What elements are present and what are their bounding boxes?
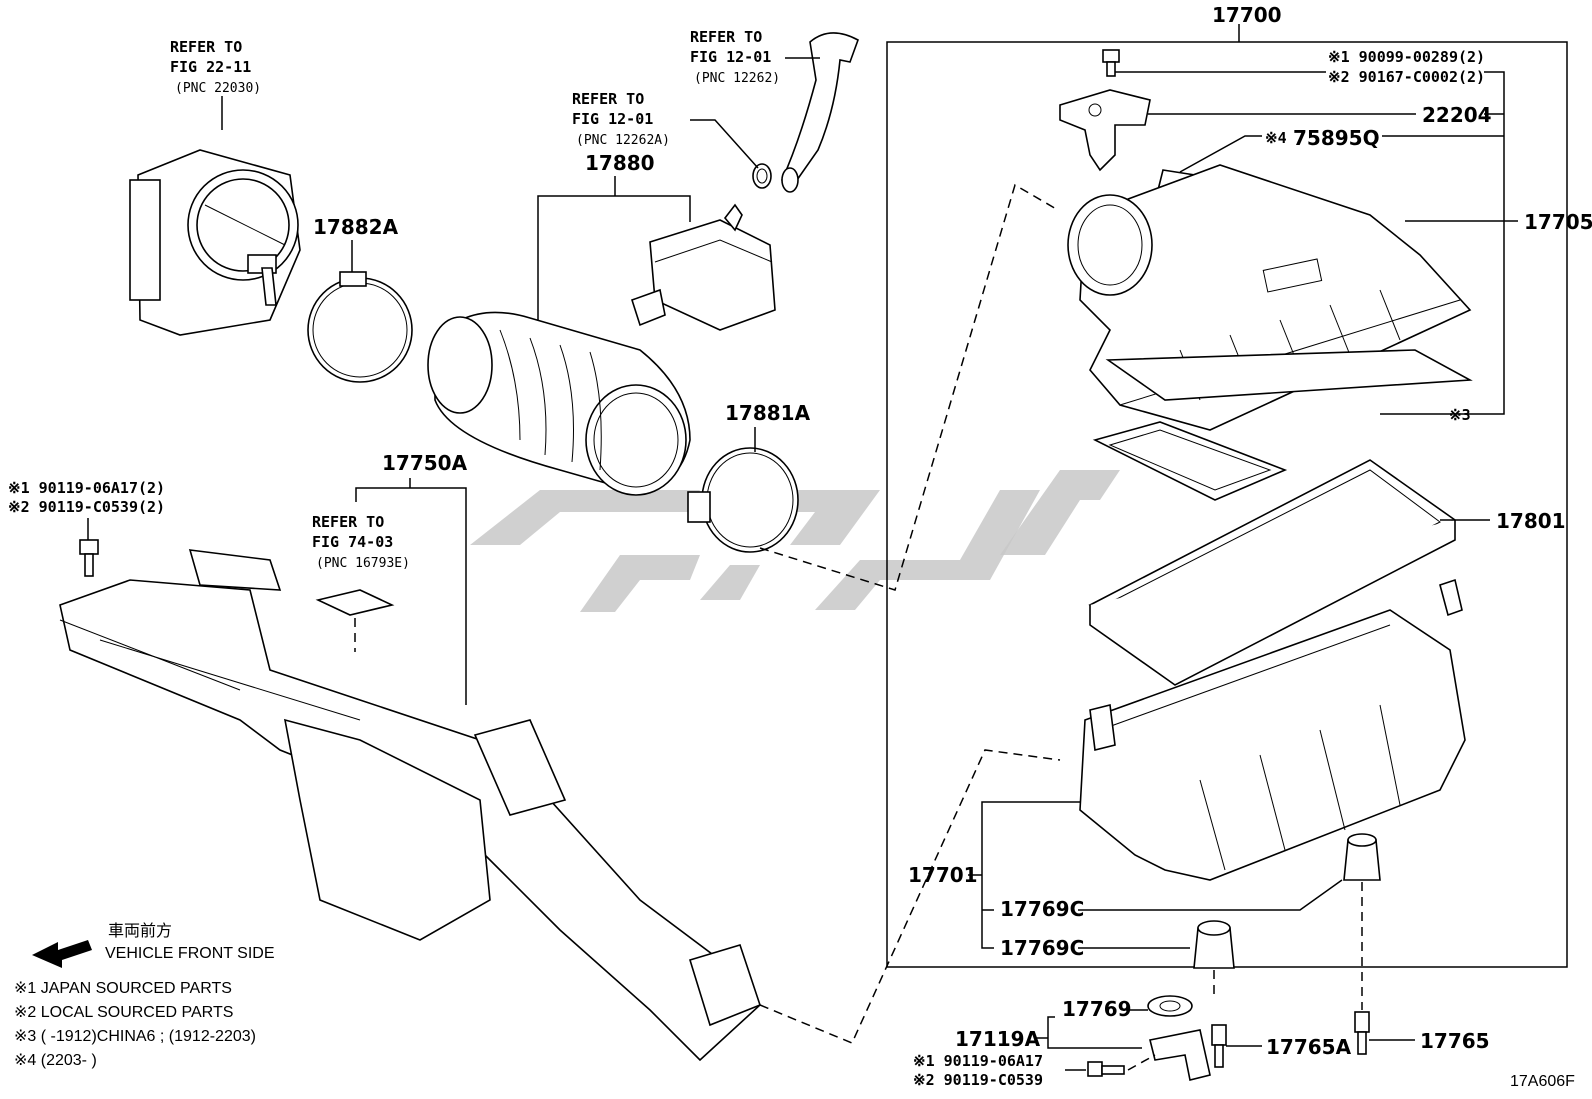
part-17119A-label: 17119A [955, 1027, 1041, 1051]
part-22204-label: 22204 [1422, 103, 1492, 127]
air-cleaner-case-17701-illustration [1079, 578, 1466, 881]
resonator-illustration [631, 203, 776, 331]
seal-ring-illustration [1092, 421, 1288, 501]
bolt-top-1: ※1 90099-00289(2) [1328, 48, 1485, 66]
bracket-illustration [1149, 1029, 1211, 1081]
note-2: ※2 LOCAL SOURCED PARTS [14, 1004, 233, 1021]
part-17882A-label: 17882A [313, 215, 399, 239]
ref-hose-mid-l3: (PNC 12262A) [576, 133, 670, 148]
grommet-center-illustration [1193, 920, 1235, 969]
bolt-17765-illustration [1354, 1011, 1370, 1055]
front-direction-arrow [32, 940, 92, 968]
note-1: ※1 JAPAN SOURCED PARTS [14, 980, 232, 997]
part-17769C-label-2: 17769C [1000, 936, 1084, 960]
airflow-sensor-illustration [1059, 89, 1151, 172]
direction-en: VEHICLE FRONT SIDE [105, 945, 275, 962]
bolt-bottom-2: ※2 90119-C0539 [913, 1071, 1043, 1089]
part-75895Q-label: 75895Q [1293, 126, 1380, 150]
bolt-17765A-illustration [1211, 1024, 1227, 1068]
group-label-17700: 17700 [1212, 3, 1282, 27]
clamp-17881A-illustration [687, 447, 799, 553]
ref-hose-top-l1: REFER TO [690, 28, 762, 46]
clamp-17882A-illustration [307, 271, 413, 383]
bolt-bottom-1: ※1 90119-06A17 [913, 1052, 1043, 1070]
watermark-logo [470, 470, 1120, 612]
ref-duct-l1: REFER TO [312, 513, 384, 531]
duct-label-sticker [315, 589, 395, 616]
part-17750A-label: 17750A [382, 451, 468, 475]
ref-throttle-l2: FIG 22-11 [170, 58, 251, 76]
ref-hose-mid-l2: FIG 12-01 [572, 110, 653, 128]
ref-throttle-l1: REFER TO [170, 38, 242, 56]
grommet-right-illustration [1343, 833, 1381, 881]
intake-hose-17880-illustration [427, 311, 691, 496]
bolt-top-illustration [1102, 49, 1120, 77]
part-17801-label: 17801 [1496, 509, 1566, 533]
air-duct-17750A-illustration [59, 549, 762, 1062]
note-4: ※4 (2203- ) [14, 1052, 97, 1069]
part-17765-label: 17765 [1420, 1029, 1490, 1053]
ref-duct-l2: FIG 74-03 [312, 533, 393, 551]
bolt-left-illustration [79, 539, 99, 577]
note-3: ※3 ( -1912)CHINA6 ; (1912-2203) [14, 1028, 256, 1045]
ref-throttle-l3: (PNC 22030) [175, 81, 261, 96]
mark-3: ※3 [1449, 406, 1471, 424]
hose-clip-illustration [752, 163, 772, 189]
ref-hose-top-l2: FIG 12-01 [690, 48, 771, 66]
gasket-illustration [1105, 349, 1473, 401]
part-17769-label: 17769 [1062, 997, 1132, 1021]
part-17701-label: 17701 [908, 863, 978, 887]
bolt-bottom-illustration [1087, 1061, 1125, 1077]
part-17769C-label-1: 17769C [1000, 897, 1084, 921]
breather-hose-illustration [781, 32, 859, 193]
bolt-left-1: ※1 90119-06A17(2) [8, 479, 165, 497]
ref-duct-l3: (PNC 16793E) [316, 556, 410, 571]
ref-hose-top-l3: (PNC 12262) [694, 71, 780, 86]
mark-4: ※4 [1265, 129, 1287, 147]
ref-hose-mid-l1: REFER TO [572, 90, 644, 108]
bolt-left-2: ※2 90119-C0539(2) [8, 498, 165, 516]
diagram-code: 17A606F [1510, 1073, 1575, 1090]
part-17765A-label: 17765A [1266, 1035, 1352, 1059]
part-17705-label: 17705 [1524, 210, 1592, 234]
part-17881A-label: 17881A [725, 401, 811, 425]
direction-jp: 車両前方 [108, 922, 172, 940]
bolt-top-2: ※2 90167-C0002(2) [1328, 68, 1485, 86]
grommet-17769-illustration [1147, 995, 1193, 1017]
throttle-body-illustration [129, 149, 301, 336]
part-17880-label: 17880 [585, 151, 655, 175]
